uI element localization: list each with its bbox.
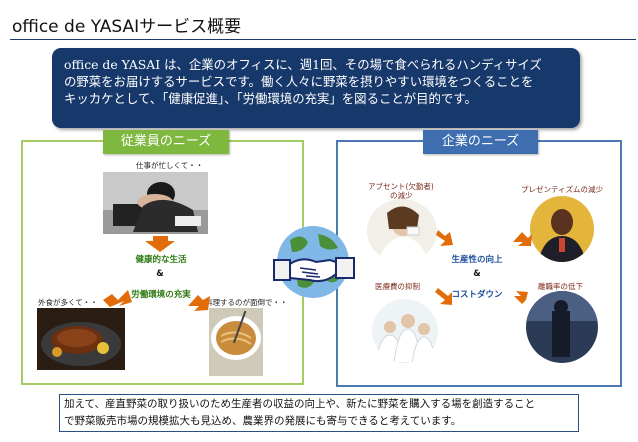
bottom-note-line-1: 加えて、産直野菜の取り扱いのため生産者の収益の向上や、新たに野菜を購入する場を創…: [64, 396, 574, 413]
arrow-absentee: [436, 230, 453, 246]
bottom-note-box: 加えて、産直野菜の取り扱いのため生産者の収益の向上や、新たに野菜を購入する場を創…: [59, 394, 579, 432]
globe-handshake-icon: [268, 222, 358, 304]
bottom-note-line-2: で野菜販売市場の規模拡大も見込め、農業界の発展にも寄与できると考えています。: [64, 413, 574, 430]
arrow-presentee: [513, 232, 532, 246]
arrow-medical: [435, 288, 452, 305]
arrow-turnover: [514, 291, 528, 304]
